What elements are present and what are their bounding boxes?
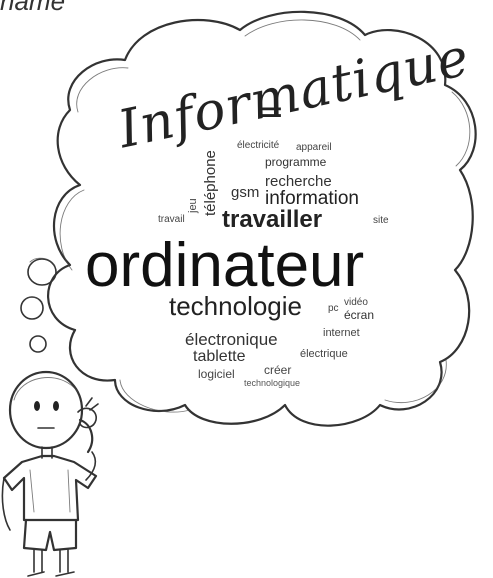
- word-travail: travail: [158, 214, 185, 225]
- word-logiciel: logiciel: [198, 367, 235, 381]
- word-technologie: technologie: [169, 291, 302, 321]
- word-tablette: tablette: [193, 348, 246, 365]
- word-internet: internet: [323, 327, 360, 339]
- thought-bubble-small: [29, 335, 47, 353]
- word-recherche: recherche: [265, 173, 332, 190]
- word-ecran: écran: [344, 308, 375, 322]
- word-programme: programme: [265, 155, 327, 169]
- word-site: site: [373, 215, 389, 226]
- equals-sign: =: [256, 92, 285, 132]
- word-travailler: travailler: [222, 206, 323, 233]
- word-video: vidéo: [344, 297, 368, 308]
- word-electricite: électricité: [237, 140, 280, 151]
- word-creer: créer: [264, 363, 292, 377]
- word-electronique: électronique: [185, 330, 278, 349]
- thinking-person: [1, 370, 99, 577]
- word-gsm: gsm: [231, 184, 260, 201]
- word-jeu: jeu: [187, 198, 199, 213]
- word-information: information: [265, 188, 359, 209]
- thought-bubble-large: [27, 258, 57, 286]
- corner-text: name: [0, 0, 66, 16]
- word-technologique: technologique: [244, 378, 301, 388]
- word-ordinateur: ordinateur: [85, 231, 365, 300]
- word-electrique: électrique: [300, 348, 348, 360]
- title-informatique: Informatique: [112, 27, 474, 160]
- word-pc: pc: [328, 303, 339, 314]
- word-telephone: téléphone: [202, 150, 219, 216]
- word-appareil: appareil: [296, 142, 332, 153]
